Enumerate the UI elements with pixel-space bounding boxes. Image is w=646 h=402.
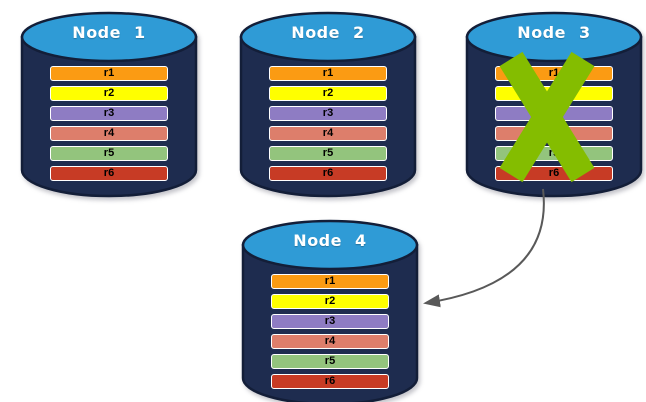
replica-row-r4: r4	[271, 334, 389, 349]
replica-row-r1: r1	[495, 66, 613, 81]
replica-row-r6: r6	[271, 374, 389, 389]
cylinder-top	[20, 11, 198, 63]
replica-row-r2: r2	[50, 86, 168, 101]
replica-row-r3: r3	[495, 106, 613, 121]
replica-row-r2: r2	[269, 86, 387, 101]
node-2-replica-list: r1 r2 r3 r4 r5 r6	[269, 66, 387, 186]
node-2-title: Node 2	[291, 23, 365, 42]
replica-row-r5: r5	[271, 354, 389, 369]
replica-row-r6: r6	[50, 166, 168, 181]
replica-row-r4: r4	[495, 126, 613, 141]
replica-row-r2: r2	[495, 86, 613, 101]
replica-row-r1: r1	[50, 66, 168, 81]
node-3-title: Node 3	[517, 23, 591, 42]
replica-row-r1: r1	[269, 66, 387, 81]
node-2: Node 2 r1 r2 r3 r4 r5 r6	[239, 6, 417, 198]
cylinder-top	[241, 219, 419, 271]
replica-row-r6: r6	[269, 166, 387, 181]
node-4-replica-list: r1 r2 r3 r4 r5 r6	[271, 274, 389, 394]
node-3-replica-list: r1 r2 r3 r4 r5 r6	[495, 66, 613, 186]
replica-row-r5: r5	[269, 146, 387, 161]
node-1-replica-list: r1 r2 r3 r4 r5 r6	[50, 66, 168, 186]
replica-row-r3: r3	[271, 314, 389, 329]
node-3: Node 3 r1 r2 r3 r4 r5 r6	[465, 6, 643, 198]
replica-row-r2: r2	[271, 294, 389, 309]
arrow-curve	[423, 188, 545, 308]
replica-row-r3: r3	[269, 106, 387, 121]
replica-row-r4: r4	[50, 126, 168, 141]
node-4: Node 4 r1 r2 r3 r4 r5 r6	[241, 214, 419, 402]
replica-row-r6: r6	[495, 166, 613, 181]
node-4-title: Node 4	[293, 231, 367, 250]
replica-row-r1: r1	[271, 274, 389, 289]
replica-row-r4: r4	[269, 126, 387, 141]
cylinder-top	[239, 11, 417, 63]
replica-row-r3: r3	[50, 106, 168, 121]
replica-row-r5: r5	[495, 146, 613, 161]
node-1-title: Node 1	[72, 23, 146, 42]
replica-row-r5: r5	[50, 146, 168, 161]
node-1: Node 1 r1 r2 r3 r4 r5 r6	[20, 6, 198, 198]
